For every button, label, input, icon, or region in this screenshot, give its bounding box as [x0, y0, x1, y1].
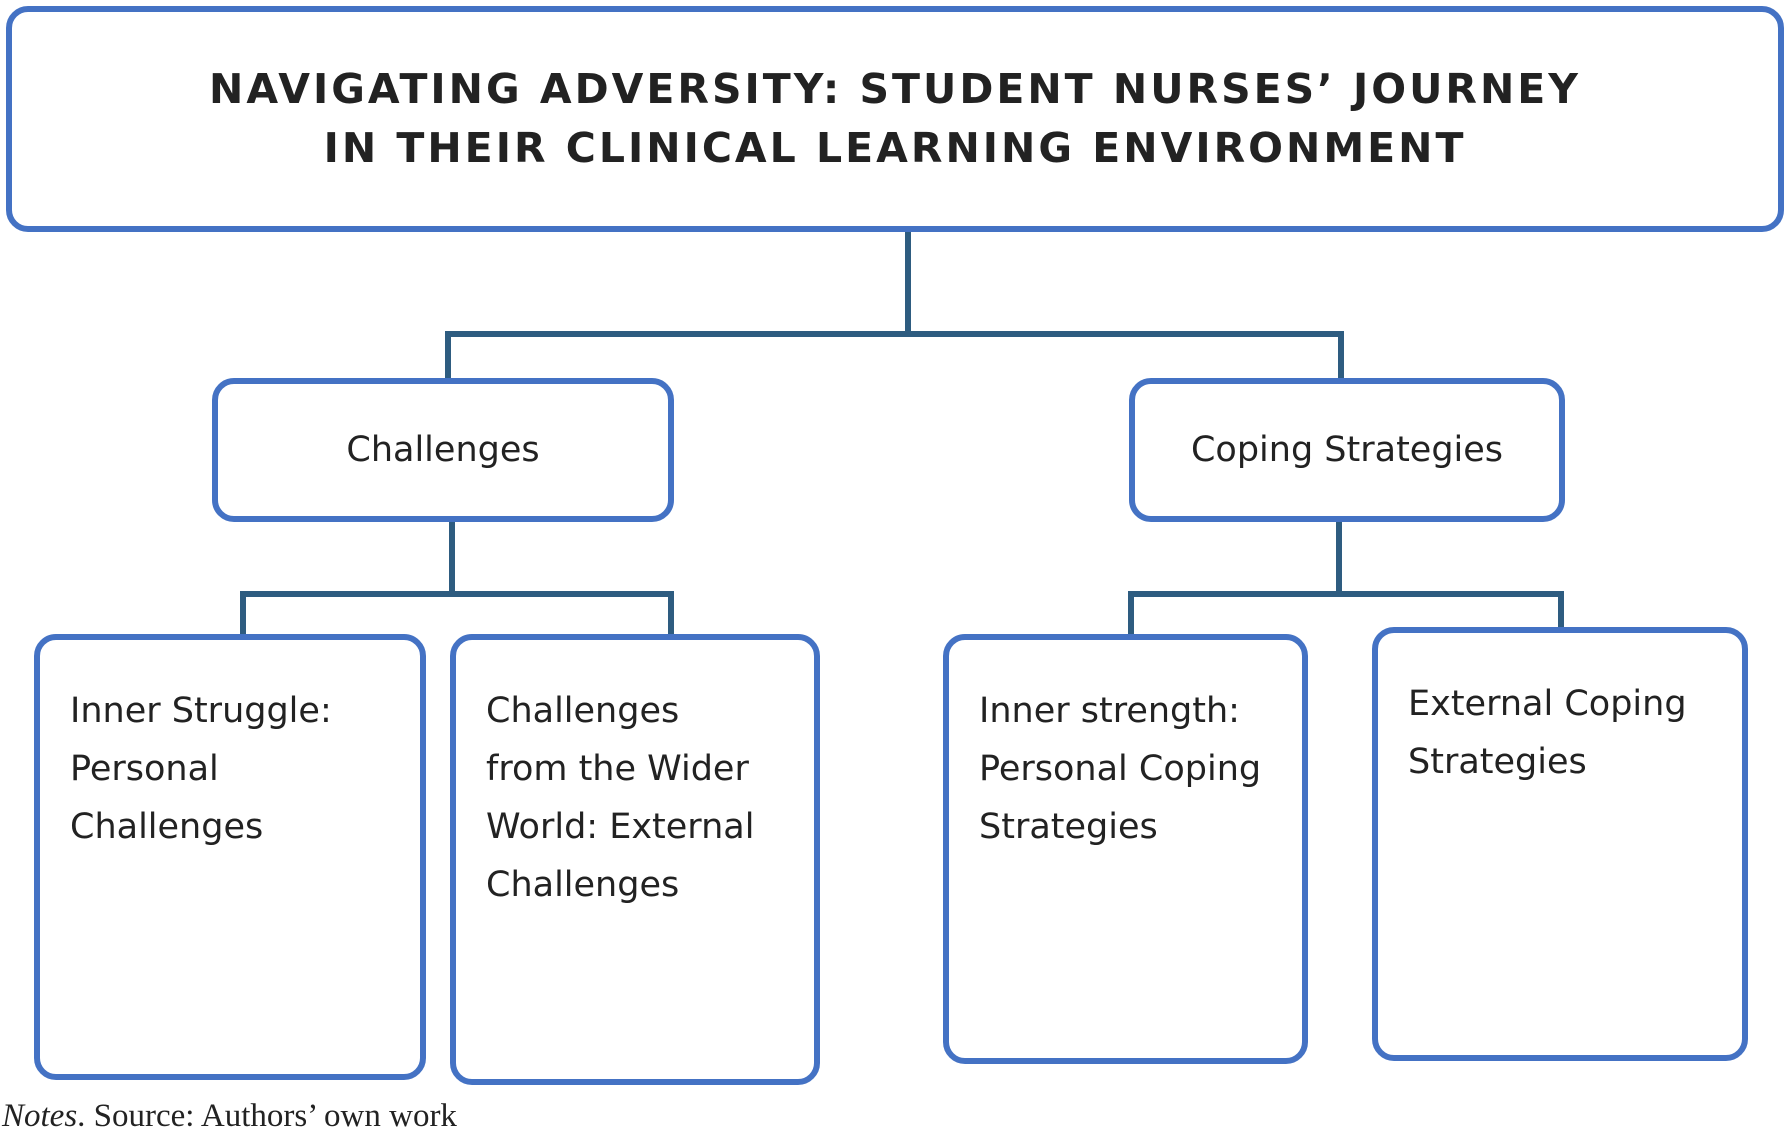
notes-label: Notes	[2, 1098, 78, 1134]
notes-text: Source: Authors’ own work	[93, 1098, 457, 1134]
leaf-text-line: from the Wider	[486, 749, 749, 789]
challenges-box: Challenges	[212, 378, 674, 522]
notes-caption: Notes. Source: Authors’ own work	[2, 1098, 457, 1134]
connector-coping-to-leaves	[1128, 591, 1564, 634]
challenges-label: Challenges	[346, 430, 540, 470]
coping-strategies-box: Coping Strategies	[1129, 378, 1565, 522]
leaf-text-line: Personal	[70, 749, 219, 789]
leaf-text-line: External Coping	[1408, 684, 1687, 724]
leaf-text-line: Strategies	[1408, 742, 1587, 782]
personal-challenges-box: Inner Struggle: Personal Challenges	[34, 634, 426, 1080]
leaf-text-line: Challenges	[70, 807, 264, 847]
leaf-text-line: Challenges	[486, 691, 680, 731]
personal-coping-box: Inner strength: Personal Coping Strategi…	[943, 634, 1308, 1064]
leaf-text-line: Challenges	[486, 865, 680, 905]
leaf-text-line: Personal Coping	[979, 749, 1262, 789]
leaf-text-line: World: External	[486, 807, 755, 847]
connector-root-to-challenges	[445, 331, 1344, 378]
notes-period: .	[77, 1098, 94, 1134]
connector-challenges-to-leaves	[240, 591, 674, 634]
external-challenges-box: Challenges from the Wider World: Externa…	[450, 634, 820, 1085]
title-box: NAVIGATING ADVERSITY: STUDENT NURSES’ JO…	[6, 6, 1784, 232]
leaf-text-line: Inner strength:	[979, 691, 1240, 731]
title-line-1: NAVIGATING ADVERSITY: STUDENT NURSES’ JO…	[209, 65, 1581, 113]
leaf-text-line: Strategies	[979, 807, 1158, 847]
coping-strategies-label: Coping Strategies	[1190, 430, 1504, 470]
external-coping-box: External Coping Strategies	[1372, 627, 1748, 1061]
title-line-2: IN THEIR CLINICAL LEARNING ENVIRONMENT	[323, 124, 1467, 172]
leaf-text-line: Inner Struggle:	[70, 691, 332, 731]
